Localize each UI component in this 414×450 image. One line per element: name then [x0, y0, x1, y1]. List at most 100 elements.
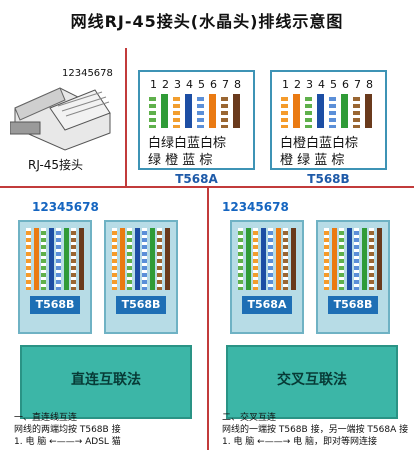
t568a-wire-8 [233, 94, 240, 128]
connector-wire [78, 228, 84, 290]
rj45-plug-illustration [10, 87, 111, 151]
connector-label: T568B [116, 296, 166, 314]
connector-wire [238, 228, 243, 290]
connector-wire [149, 228, 155, 290]
t568b-colors-row1: 白橙白蓝白棕 [280, 136, 359, 151]
notes-left-line-1: 一、直连线互连 [14, 413, 78, 423]
connector-wire [63, 228, 69, 290]
connector-wire [33, 228, 39, 290]
t568b-wire-6 [341, 94, 348, 128]
t568b-wire-4 [317, 94, 324, 128]
connector-wire [157, 228, 162, 290]
t568b-wire-2 [293, 94, 300, 128]
t568a-name: T568A [175, 172, 218, 186]
t568b-name: T568B [307, 172, 350, 186]
connector-label: T568B [328, 296, 378, 314]
notes-left: 一、直连线互连 网线的两端均按 T568B 接 1. 电 脑 ←——→ ADSL… [14, 412, 204, 448]
notes-left-line-3: 1. 电 脑 ←——→ ADSL 猫 [14, 437, 121, 447]
t568a-pin-7: 7 [222, 78, 229, 91]
t568a-wire-2 [161, 94, 168, 128]
connector-wire [253, 228, 258, 290]
t568b-pin-4: 4 [318, 78, 325, 91]
vertical-divider-top [125, 48, 127, 188]
t568a-wire-5 [197, 94, 204, 128]
notes-right-line-1: 二、交叉互连 [222, 413, 277, 423]
connector-wire [346, 228, 352, 290]
connector-wire [134, 228, 140, 290]
t568a-pin-3: 3 [174, 78, 181, 91]
t568a-colors-row2: 绿 橙 蓝 棕 [148, 153, 213, 168]
t568b-pin-5: 5 [330, 78, 337, 91]
t568a-wire-4 [185, 94, 192, 128]
t568a-pin-1: 1 [150, 78, 157, 91]
t568b-colors-row2: 橙 绿 蓝 棕 [280, 153, 345, 168]
connector-wire [71, 228, 76, 290]
connector-label: T568A [242, 296, 292, 314]
connector-block-left-1: T568B [18, 220, 92, 334]
connector-wire [361, 228, 367, 290]
horizontal-divider [0, 186, 414, 188]
vertical-divider-bottom [207, 188, 209, 450]
left-connector-pins: 12345678 [32, 200, 99, 214]
connector-wire [112, 228, 117, 290]
connector-wire [127, 228, 132, 290]
connector-wire [283, 228, 288, 290]
cross-cable: 交叉互联法 [226, 345, 398, 419]
connector-wire [41, 228, 46, 290]
t568b-pin-7: 7 [354, 78, 361, 91]
notes-right: 二、交叉互连 网线的一端按 T568B 接，另一端按 T568A 接 1. 电 … [222, 412, 412, 448]
connector-wire [164, 228, 170, 290]
t568b-wire-7 [353, 94, 360, 128]
t568b-pin-6: 6 [342, 78, 349, 91]
notes-left-line-2: 网线的两端均按 T568B 接 [14, 425, 121, 435]
connector-block-left-2: T568B [104, 220, 178, 334]
t568b-pin-8: 8 [366, 78, 373, 91]
connector-wire [48, 228, 54, 290]
connector-wire [56, 228, 61, 290]
t568a-pin-8: 8 [234, 78, 241, 91]
t568b-wire-8 [365, 94, 372, 128]
connector-wire [354, 228, 359, 290]
t568a-pin-4: 4 [186, 78, 193, 91]
t568a-wire-3 [173, 94, 180, 128]
t568a-pin-2: 2 [162, 78, 169, 91]
connector-wire [275, 228, 281, 290]
t568a-pin-6: 6 [210, 78, 217, 91]
t568a-pin-5: 5 [198, 78, 205, 91]
connector-wire [290, 228, 296, 290]
connector-wire [245, 228, 251, 290]
connector-label: T568B [30, 296, 80, 314]
cross-cable-label: 交叉互联法 [277, 372, 347, 388]
connector-wire [324, 228, 329, 290]
connector-wire [331, 228, 337, 290]
straight-cable-label: 直连互联法 [71, 372, 141, 388]
notes-right-line-2: 网线的一端按 T568B 接，另一端按 T568A 接 [222, 425, 409, 435]
t568a-wire-1 [149, 94, 156, 128]
connector-wire [26, 228, 31, 290]
connector-wire [268, 228, 273, 290]
connector-wire [376, 228, 382, 290]
page-title: 网线RJ-45接头(水晶头)排线示意图 [70, 12, 344, 31]
straight-cable: 直连互联法 [20, 345, 192, 419]
t568b-wire-3 [305, 94, 312, 128]
connector-block-right-2: T568B [316, 220, 390, 334]
right-connector-pins: 12345678 [222, 200, 289, 214]
t568b-wire-1 [281, 94, 288, 128]
connector-block-right-1: T568A [230, 220, 304, 334]
rj45-label: RJ-45接头 [28, 158, 84, 172]
connector-wire [260, 228, 266, 290]
t568a-wire-7 [221, 94, 228, 128]
rj45-pin-numbers: 12345678 [62, 68, 113, 79]
connector-wire [119, 228, 125, 290]
connector-wire [142, 228, 147, 290]
t568b-pin-1: 1 [282, 78, 289, 91]
t568a-colors-row1: 白绿白蓝白棕 [148, 136, 227, 151]
t568b-wire-5 [329, 94, 336, 128]
t568a-wire-6 [209, 94, 216, 128]
connector-wire [369, 228, 374, 290]
t568b-pin-3: 3 [306, 78, 313, 91]
t568b-pin-2: 2 [294, 78, 301, 91]
